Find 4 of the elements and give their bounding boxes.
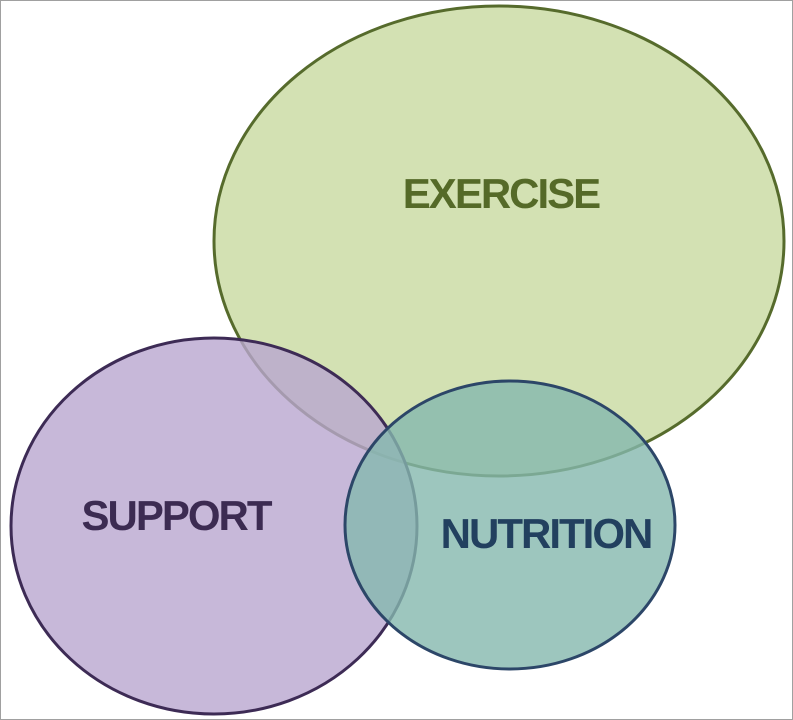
set-label: SUPPORT <box>81 492 271 540</box>
venn-ellipse <box>343 379 677 671</box>
set-label: NUTRITION <box>440 510 652 558</box>
set-label: EXERCISE <box>402 170 600 218</box>
